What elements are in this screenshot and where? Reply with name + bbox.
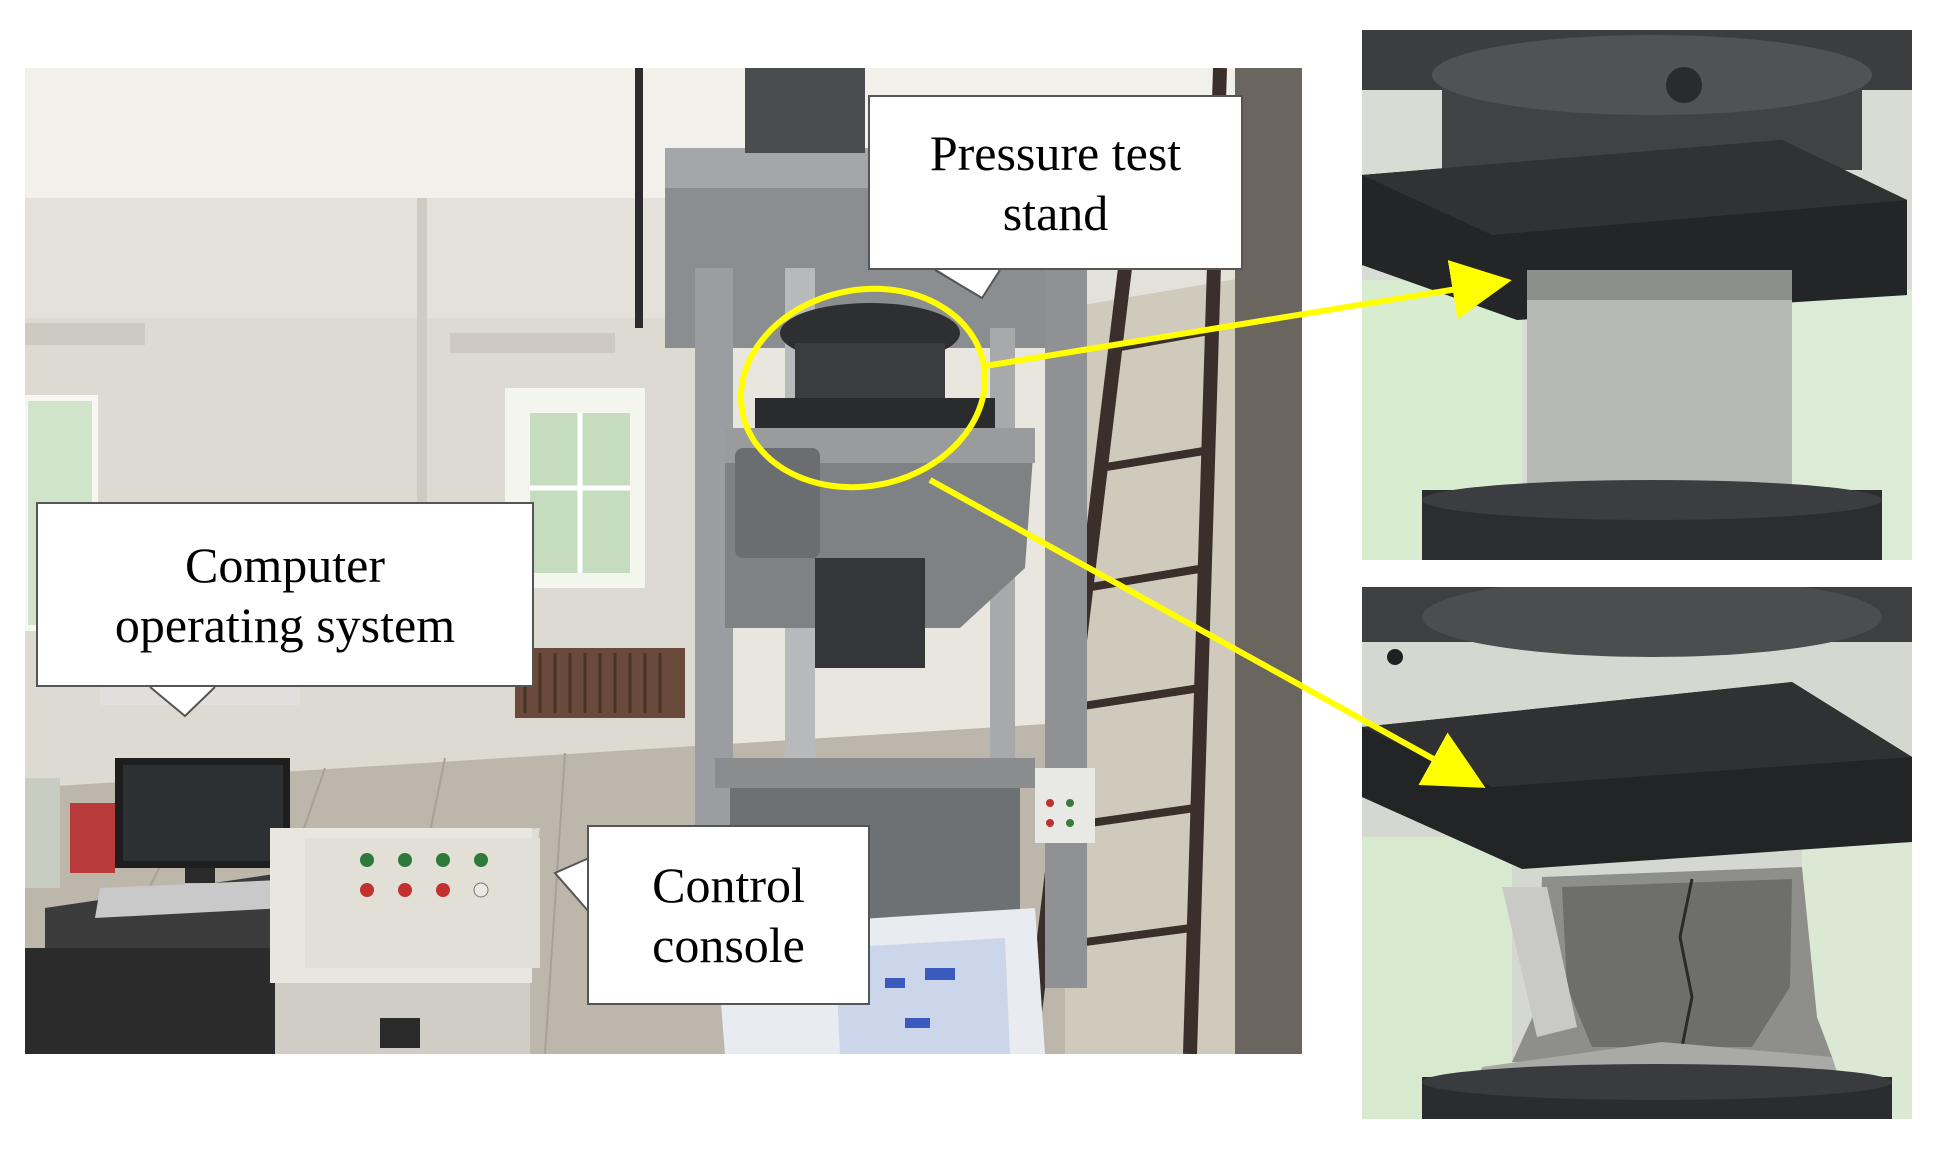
specimen-after-photo [1362,587,1912,1119]
specimen-after-drawing [1362,587,1912,1119]
specimen-before-drawing [1362,30,1912,560]
specimen-before-photo [1362,30,1912,560]
control-callout-line-2: console [652,917,805,973]
computer-callout-line-2: operating system [114,596,456,653]
pressure-callout-line-2: stand [1002,184,1109,241]
pressure-callout-line-1: Pressure test [929,124,1182,181]
control-callout-line-1: Control [652,857,805,913]
control-console-callout: Control console [587,825,870,1005]
pressure-test-stand-callout: Pressure test stand [868,95,1243,270]
computer-callout-line-1: Computer [185,536,385,593]
computer-operating-system-callout: Computer operating system [36,502,534,687]
